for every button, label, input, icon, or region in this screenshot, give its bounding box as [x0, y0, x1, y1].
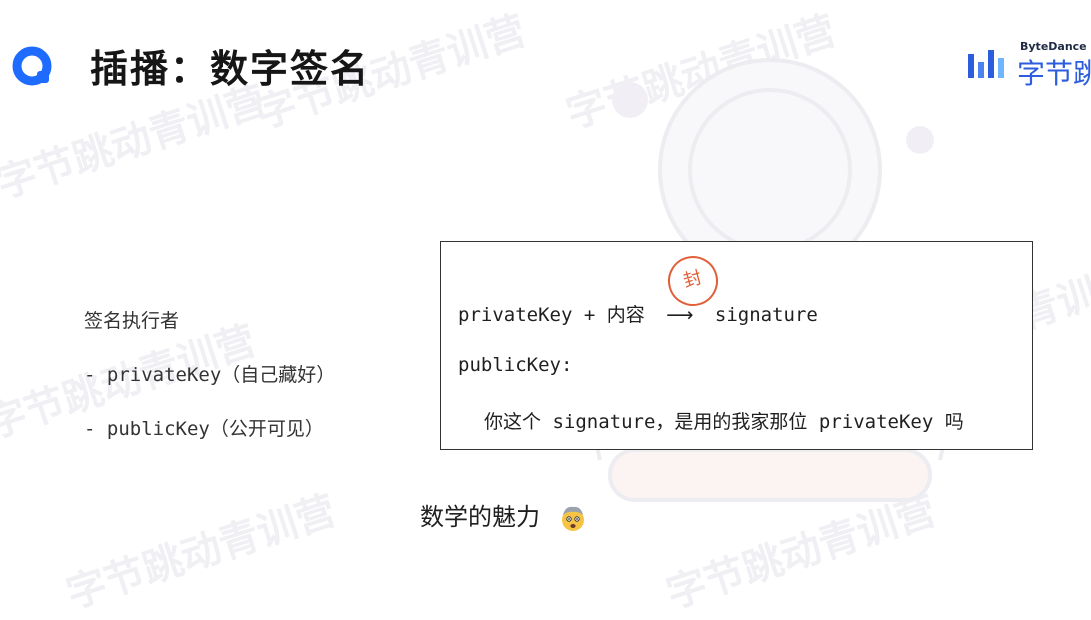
signing-formula: privateKey + 内容 ⟶ signature	[458, 300, 818, 327]
bullet-code: privateKey	[106, 364, 222, 386]
course-logo-icon	[12, 46, 52, 86]
verification-question: 你这个 signature，是用的我家那位 privateKey 吗	[484, 407, 964, 434]
brand-name-en: ByteDance	[1020, 40, 1087, 53]
bytedance-logo-icon	[968, 50, 1004, 78]
signature-box: privateKey + 内容 ⟶ signature publicKey: 你…	[440, 241, 1033, 450]
question-part-c: 吗	[944, 411, 964, 433]
bullet-private-key: - privateKey（自己藏好）	[84, 360, 335, 387]
bullet-note: （公开可见）	[209, 418, 324, 440]
bullet-note: （自己藏好）	[221, 364, 336, 386]
bullet-code: publicKey	[106, 418, 210, 440]
question-part-b: ，是用的我家那位	[655, 411, 808, 433]
bullet-dash: -	[84, 418, 96, 440]
right-arrow-icon: ⟶	[666, 304, 694, 326]
caption-text: 数学的魅力	[420, 503, 540, 531]
formula-signature: signature	[714, 304, 818, 326]
signer-heading: 签名执行者	[84, 310, 180, 332]
formula-private-key: privateKey	[458, 304, 573, 326]
bullet-dash: -	[84, 364, 96, 386]
formula-plus: +	[583, 304, 596, 326]
question-part-a: 你这个	[484, 411, 542, 433]
bullet-public-key: - publicKey（公开可见）	[84, 414, 324, 441]
question-private-key: privateKey	[818, 411, 934, 433]
brand-name-cn: 字节跳	[1017, 57, 1091, 90]
formula-content: 内容	[606, 304, 645, 326]
exploding-head-emoji-icon	[561, 506, 584, 531]
public-key-label: publicKey:	[458, 354, 573, 376]
question-signature: signature	[552, 411, 656, 433]
caption: 数学的魅力	[420, 497, 588, 533]
page-title: 插播：数字签名	[90, 47, 371, 91]
